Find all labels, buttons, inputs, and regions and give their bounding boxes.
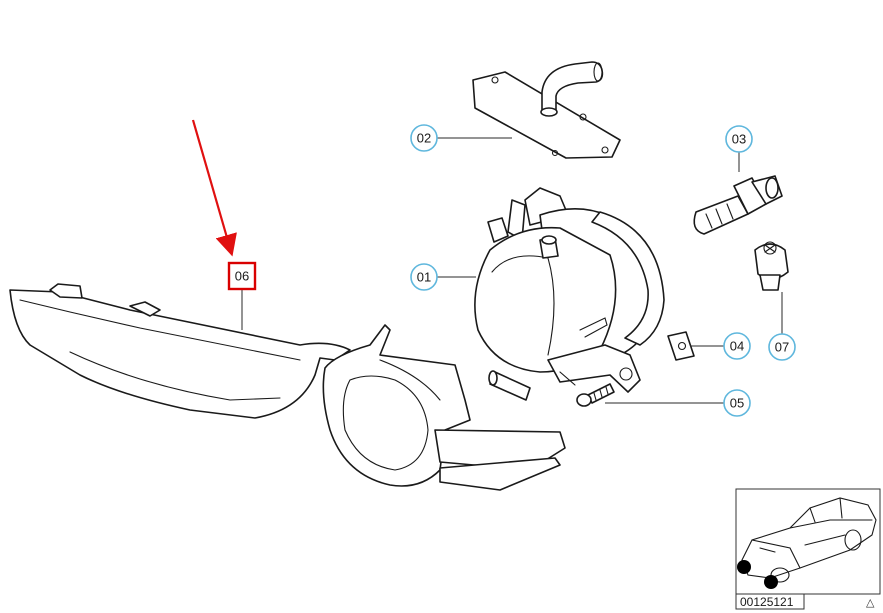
- part-03-bulb[interactable]: [693, 175, 783, 235]
- part-04-clip-nut[interactable]: [667, 331, 695, 361]
- part-07-socket[interactable]: [754, 241, 789, 291]
- part-02-bracket[interactable]: [472, 61, 621, 159]
- callout-04[interactable]: 04: [723, 332, 751, 360]
- diagram-number: 00125121: [740, 595, 794, 609]
- callout-07-label: 07: [775, 340, 789, 355]
- callout-07[interactable]: 07: [768, 333, 796, 361]
- callout-01-label: 01: [417, 270, 431, 285]
- callout-02[interactable]: 02: [410, 124, 438, 152]
- callout-05[interactable]: 05: [723, 389, 751, 417]
- callout-05-label: 05: [730, 396, 744, 411]
- callout-01[interactable]: 01: [410, 263, 438, 291]
- callout-04-label: 04: [730, 339, 744, 354]
- vehicle-locator-inset: 00125121 △: [735, 488, 881, 610]
- locator-dot-left: [737, 560, 751, 574]
- nav-triangle-icon[interactable]: △: [866, 596, 875, 609]
- callout-03-label: 03: [732, 132, 746, 147]
- callout-06-selected[interactable]: 06: [227, 261, 257, 291]
- callout-02-label: 02: [417, 131, 431, 146]
- part-06-air-duct[interactable]: [9, 283, 566, 491]
- selection-arrow: [191, 119, 237, 257]
- locator-dot-right: [764, 575, 778, 589]
- part-05-screw[interactable]: [576, 383, 615, 407]
- car-outline: [741, 497, 877, 583]
- callout-03[interactable]: 03: [725, 125, 753, 153]
- part-01-fog-lamp[interactable]: [474, 187, 665, 401]
- callout-06-label: 06: [235, 269, 249, 284]
